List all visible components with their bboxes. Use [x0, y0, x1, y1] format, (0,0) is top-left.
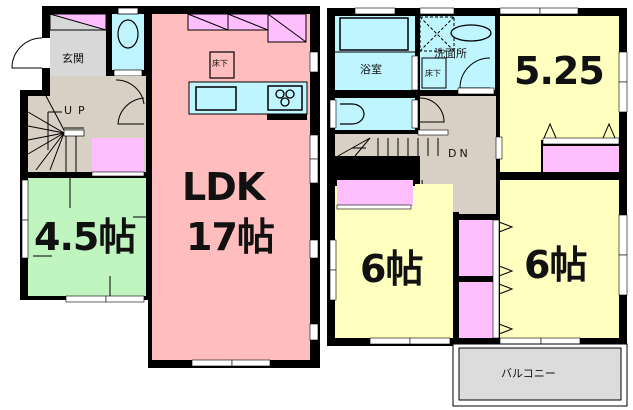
closet-center-1: [459, 220, 493, 276]
japanese-room: [28, 178, 146, 296]
stairs-down-label: DN: [448, 147, 471, 160]
bedroom-sw: [335, 184, 453, 338]
underfloor-storage-2f: [421, 57, 447, 89]
bedroom-ne-label: 5.25: [514, 49, 605, 93]
bedroom-se: [500, 180, 619, 338]
japanese-room-label: 4.5帖: [34, 215, 136, 259]
sink: [195, 86, 237, 111]
bathroom-label: 浴室: [360, 63, 382, 76]
entrance-label: 玄関: [62, 52, 84, 65]
washroom-label: 洗面所: [434, 47, 467, 60]
closet-1f: [92, 138, 144, 172]
balcony-label: バルコニー: [501, 367, 556, 380]
underfloor-storage-1f: [209, 51, 235, 79]
underfloor-label-1f: 床下: [212, 59, 228, 68]
closet-sw: [337, 180, 413, 206]
underfloor-label-2f: 床下: [425, 69, 441, 78]
balcony-floor: [458, 347, 622, 401]
closet-center-2: [459, 282, 493, 338]
bedroom-sw-label: 6帖: [360, 247, 423, 291]
bedroom-se-label: 6帖: [524, 243, 587, 287]
ldk-label: LDK: [182, 165, 265, 209]
ldk-size-label: 17帖: [186, 215, 275, 259]
stairs-up-label: UP: [64, 104, 91, 117]
closet-ne: [543, 146, 619, 172]
